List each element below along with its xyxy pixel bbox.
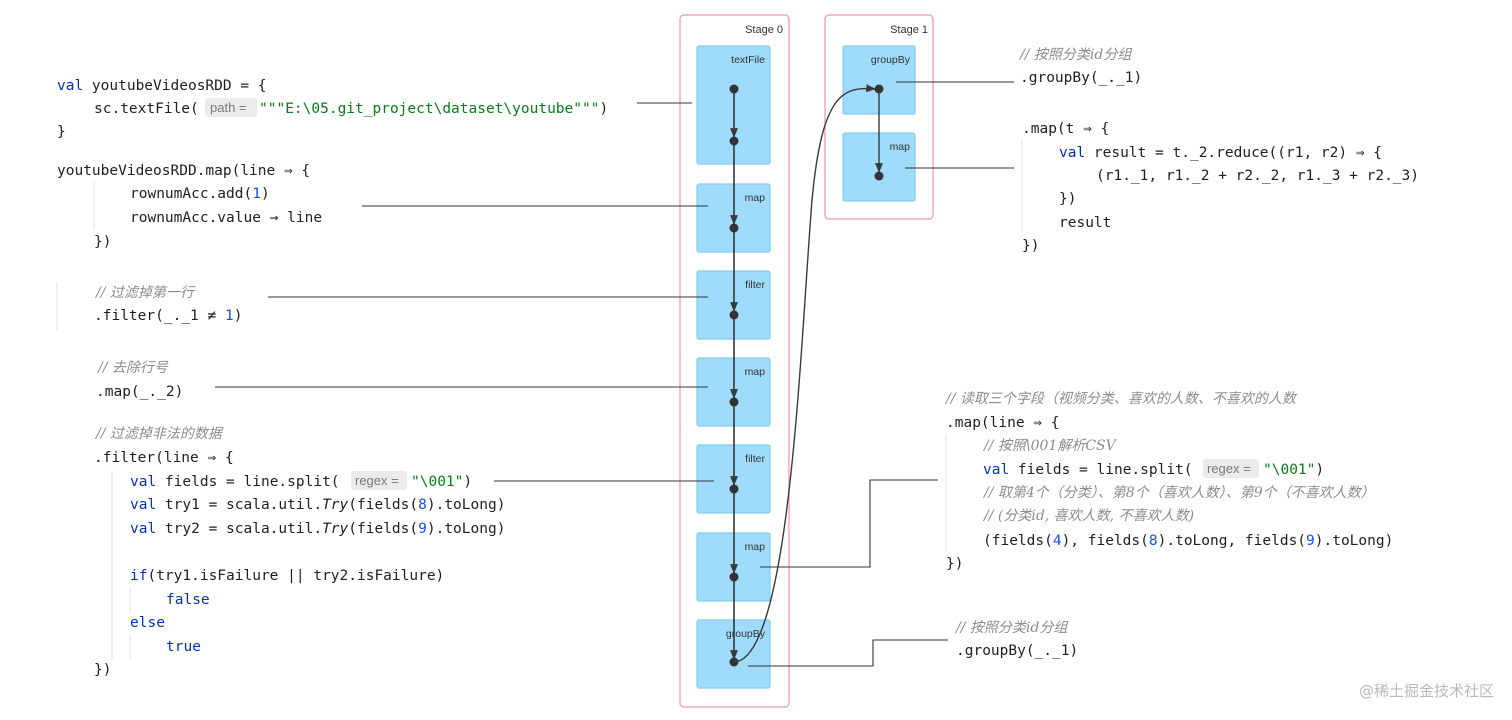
code-line: (r1._1, r1._2 + r2._2, r1._3 + r2._3) — [1096, 168, 1419, 184]
param-hint: path = — [210, 100, 247, 115]
code-comment: // 过滤掉非法的数据 — [94, 426, 224, 442]
code-line: youtubeVideosRDD.map(line ⇒ { — [57, 163, 310, 179]
param-hint-bg — [1203, 459, 1259, 478]
right-bottom-code-block: // 按照分类id分组 .groupBy(_._1) — [954, 620, 1078, 659]
code-line: "\001") — [1263, 462, 1324, 478]
left-code-block: val youtubeVideosRDD = { sc.textFile( pa… — [56, 78, 608, 678]
stage-1-label: Stage 1 — [890, 24, 928, 36]
code-line: } — [57, 124, 66, 140]
param-hint-bg — [351, 471, 407, 490]
code-line: }) — [1059, 191, 1076, 207]
rdd-box-label: map — [745, 366, 766, 378]
code-line: }) — [94, 662, 111, 678]
param-hint: regex = — [355, 473, 399, 488]
rdd-node — [729, 223, 739, 233]
code-comment: // 按照分类id分组 — [954, 620, 1068, 636]
code-line: true — [166, 639, 201, 655]
code-line: }) — [1022, 238, 1039, 254]
param-hint: regex = — [1207, 461, 1251, 476]
code-line: """E:\05.git_project\dataset\youtube""") — [259, 101, 608, 117]
rdd-box-label: map — [745, 541, 766, 553]
code-line: sc.textFile( — [94, 101, 199, 117]
watermark: @稀土掘金技术社区 — [1359, 682, 1494, 700]
code-comment: // 去除行号 — [96, 360, 169, 376]
connector — [760, 479, 938, 568]
stage-1: Stage 1 groupBy map — [824, 14, 934, 220]
code-line: rownumAcc.add(1) — [130, 186, 270, 202]
right-mid-code-block: // 读取三个字段（视频分类、喜欢的人数、不喜欢的人数 .map(line ⇒ … — [944, 391, 1393, 572]
code-line: (fields(4), fields(8).toLong, fields(9).… — [983, 533, 1393, 549]
code-comment: // 读取三个字段（视频分类、喜欢的人数、不喜欢的人数 — [944, 391, 1298, 407]
right-top-code-block: // 按照分类id分组 .groupBy(_._1) .map(t ⇒ { va… — [1018, 47, 1419, 254]
rdd-node — [729, 84, 739, 94]
code-line: false — [166, 592, 210, 608]
code-line: }) — [946, 556, 963, 572]
connector-lines — [215, 81, 1014, 667]
stage-0-label: Stage 0 — [745, 24, 783, 36]
rdd-box-label: map — [890, 141, 911, 153]
code-line: .map(line ⇒ { — [946, 415, 1060, 431]
stage-1-frame — [824, 14, 934, 220]
code-line: .filter(line ⇒ { — [94, 450, 234, 466]
rdd-node — [729, 484, 739, 494]
code-line: result — [1059, 215, 1111, 231]
code-line: .groupBy(_._1) — [956, 643, 1078, 659]
rdd-box-label: filter — [745, 279, 765, 291]
stage-0: Stage 0 textFile map filter map filter m… — [679, 14, 790, 708]
rdd-box-label: textFile — [731, 54, 765, 66]
code-line: .groupBy(_._1) — [1020, 70, 1142, 86]
shuffle-dependency-arrow — [733, 84, 876, 663]
code-line: val youtubeVideosRDD = { — [57, 78, 267, 94]
code-line: if(try1.isFailure || try2.isFailure) — [130, 568, 444, 584]
param-hint-bg — [205, 98, 257, 117]
code-line: val fields = line.split( — [130, 474, 340, 490]
code-comment: // 取第4个（分类）、第8个（喜欢人数）、第9个（不喜欢人数） — [982, 485, 1375, 501]
rdd-box-label: groupBy — [871, 54, 911, 66]
code-line: .filter(_._1 ≠ 1) — [94, 308, 242, 324]
rdd-node — [729, 136, 739, 146]
rdd-node — [874, 84, 884, 94]
code-line: val try2 = scala.util.Try(fields(9).toLo… — [130, 521, 505, 537]
code-comment: // 过滤掉第一行 — [94, 285, 196, 301]
rdd-node — [729, 397, 739, 407]
rdd-box-label: map — [745, 192, 766, 204]
rdd-node — [729, 572, 739, 582]
code-comment: // (分类id, 喜欢人数, 不喜欢人数) — [982, 508, 1194, 524]
code-line: .map(_._2) — [96, 384, 183, 400]
code-line: "\001") — [411, 474, 472, 490]
code-comment: // 按照分类id分组 — [1018, 47, 1132, 63]
code-line: val result = t._2.reduce((r1, r2) ⇒ { — [1059, 145, 1382, 161]
code-comment: // 按照\001解析CSV — [982, 438, 1118, 454]
rdd-node — [874, 171, 884, 181]
code-line: .map(t ⇒ { — [1022, 121, 1109, 137]
rdd-box-label: groupBy — [726, 628, 766, 640]
stage-0-frame — [679, 14, 790, 708]
rdd-box-label: filter — [745, 453, 765, 465]
code-line: val try1 = scala.util.Try(fields(8).toLo… — [130, 497, 505, 513]
code-line: else — [130, 615, 165, 631]
code-line: val fields = line.split( — [983, 462, 1193, 478]
rdd-node — [729, 310, 739, 320]
code-line: }) — [94, 234, 111, 250]
connector — [748, 639, 948, 667]
code-line: rownumAcc.value → line — [130, 210, 322, 226]
